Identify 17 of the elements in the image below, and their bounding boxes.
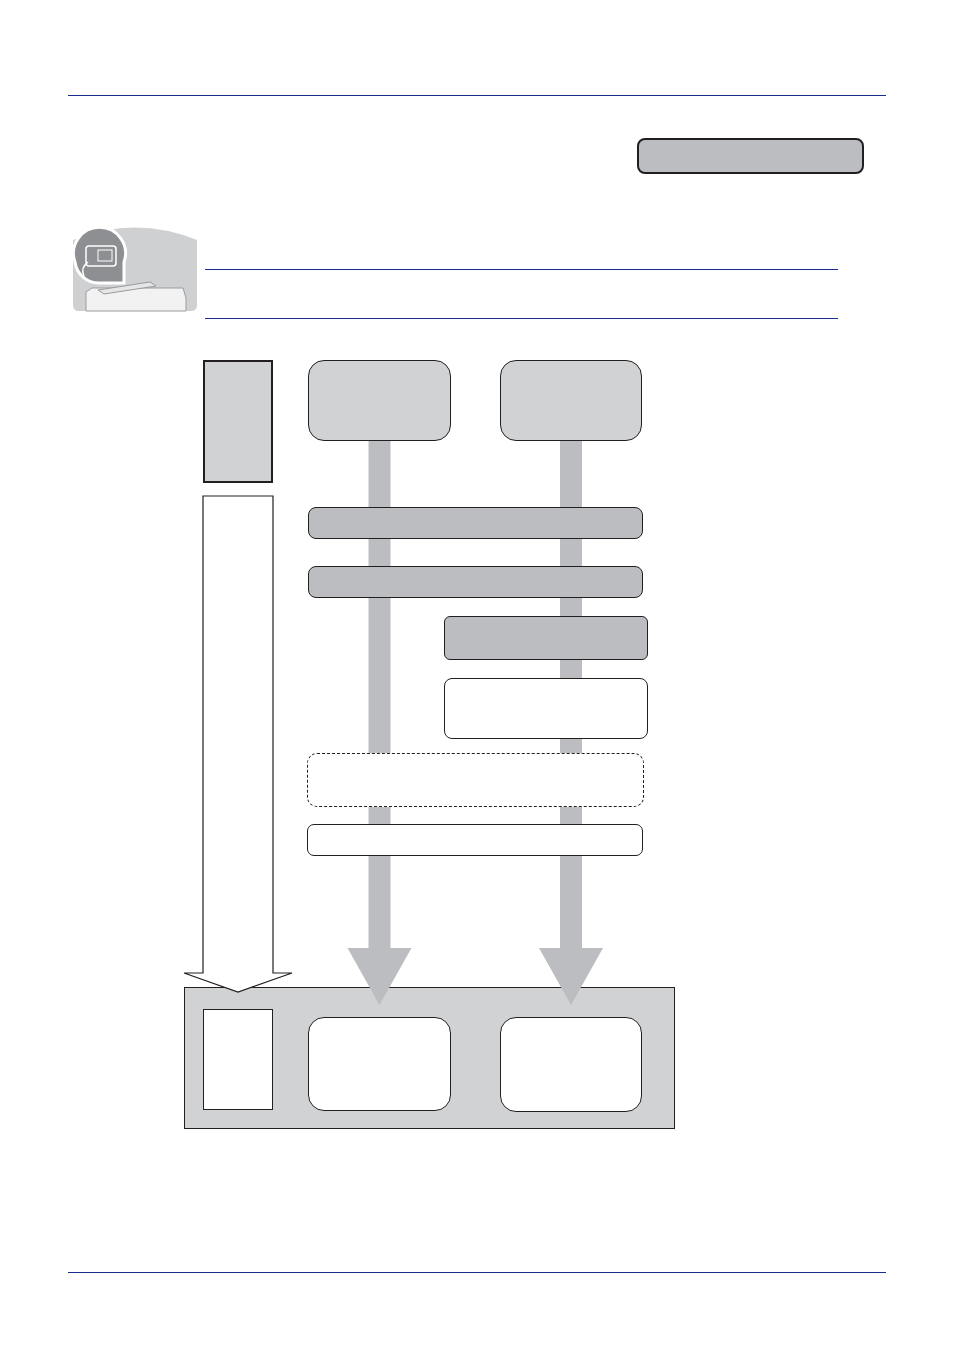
- arrow: [539, 441, 603, 1005]
- bar: [444, 616, 648, 660]
- dashed-box: [307, 753, 644, 807]
- bar: [308, 507, 643, 539]
- bar: [308, 566, 643, 598]
- rounded-box: [307, 1016, 451, 1111]
- arrow: [183, 495, 293, 993]
- rounded-box: [500, 360, 642, 441]
- header-bar: [637, 138, 864, 174]
- container-panel: [184, 987, 675, 1129]
- bar: [307, 824, 643, 856]
- arrow: [347, 441, 412, 1005]
- side-box: [203, 360, 273, 483]
- rounded-box: [444, 678, 648, 739]
- rounded-box: [499, 1016, 642, 1112]
- side-box: [202, 1008, 273, 1110]
- rounded-box: [308, 360, 451, 441]
